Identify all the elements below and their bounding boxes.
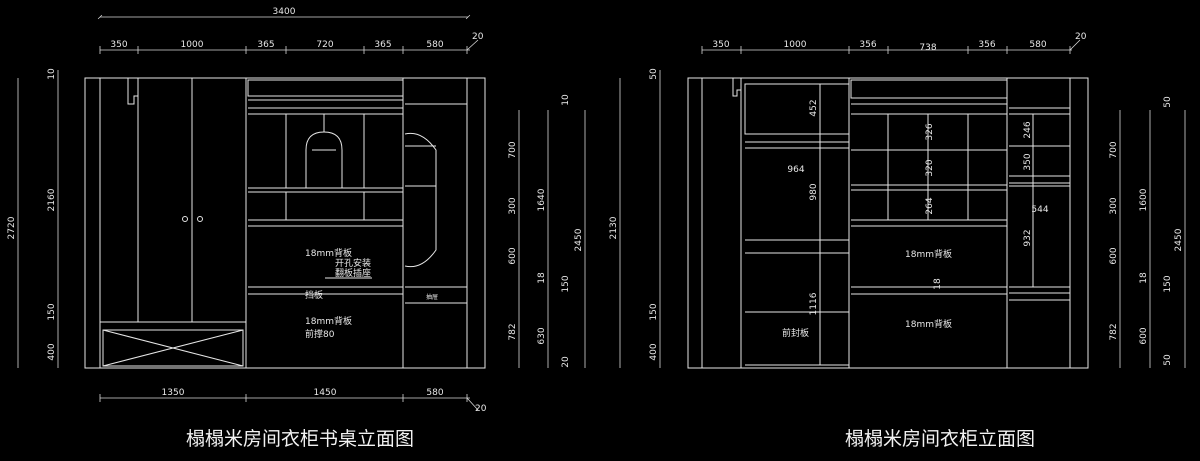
left-inner-dim-1: 10 <box>47 68 57 80</box>
door-handle-icon <box>182 216 188 222</box>
right-small-50-top: 50 <box>1163 96 1173 108</box>
left-top-dim-2: 1000 <box>181 40 204 50</box>
left-top-dim-4: 720 <box>316 40 333 50</box>
right-top-dims: 350 1000 356 738 356 580 20 <box>701 32 1087 54</box>
right-inner-544: 544 <box>1031 205 1048 215</box>
right-shelving-grid: 326 320 264 18mm背板 18 18mm背板 <box>848 78 1008 368</box>
left-total-width-label: 3400 <box>273 7 296 17</box>
right-top-dim-3: 356 <box>859 40 876 50</box>
right-small-50-bottom: 50 <box>1163 354 1173 366</box>
right-drawing-left-dims: 2130 50 150 400 <box>609 68 661 368</box>
left-elevation-drawing: 3400 350 1000 365 720 365 580 20 <box>7 7 586 450</box>
right-left-outer: 2130 <box>609 216 619 239</box>
right-inner-320: 320 <box>925 159 935 176</box>
curved-side-panel <box>404 132 437 268</box>
left-front-raise-note: 前撑80 <box>305 328 335 340</box>
left-top-dim-6: 580 <box>426 40 443 50</box>
left-bottom-dim-3: 580 <box>426 388 443 398</box>
right-rinner-700: 700 <box>1109 141 1119 158</box>
left-inner-dim-3: 150 <box>47 303 57 320</box>
left-drawer-label: 抽屉 <box>426 293 438 301</box>
right-rinner-600: 600 <box>1109 247 1119 264</box>
right-inner-350: 350 <box>1023 153 1033 170</box>
left-top-dim-5: 365 <box>374 40 391 50</box>
right-rmid-1600: 1600 <box>1139 188 1149 211</box>
left-rmid-4: 20 <box>561 356 571 368</box>
right-rmid-18: 18 <box>1139 272 1149 284</box>
left-top-dim-3: 365 <box>257 40 274 50</box>
left-inner-dim-4: 400 <box>47 343 57 360</box>
right-left-inner-2: 150 <box>649 303 659 320</box>
right-inner-452: 452 <box>809 99 819 116</box>
right-inner-980: 980 <box>809 183 819 200</box>
right-top-dim-5: 356 <box>978 40 995 50</box>
left-rmid-1: 1640 <box>537 188 547 211</box>
left-baffle-note: 挡板 <box>305 289 323 301</box>
left-rinner-2: 300 <box>508 197 518 214</box>
right-inner-264: 264 <box>925 197 935 214</box>
left-rinner-150: 150 <box>561 275 571 292</box>
right-inner-326: 326 <box>925 123 935 140</box>
left-rinner-top: 10 <box>561 94 571 106</box>
left-rinner-3: 600 <box>508 247 518 264</box>
left-bottom-small-dim: 20 <box>475 404 487 414</box>
left-rinner-1: 700 <box>508 141 518 158</box>
left-hole-note-2: 翻板插座 <box>335 267 371 279</box>
right-hanging-section: 452 964 980 1116 前封板 <box>732 78 850 366</box>
left-total-width-dim: 3400 <box>97 7 471 20</box>
left-right-column: 抽屉 <box>402 78 467 368</box>
right-elevation-drawing: 350 1000 356 738 356 580 20 452 964 <box>609 32 1186 450</box>
left-bottom-dims: 1350 1450 580 20 <box>99 388 487 414</box>
left-top-small-dim: 20 <box>472 32 484 42</box>
right-top-dim-2: 1000 <box>784 40 807 50</box>
left-bottom-dim-2: 1450 <box>314 388 337 398</box>
left-drawing-title: 榻榻米房间衣柜书桌立面图 <box>186 428 414 450</box>
left-inner-dim-2: 2160 <box>47 188 57 211</box>
left-backboard-bottom-note: 18mm背板 <box>305 315 352 327</box>
left-rmid-3: 630 <box>537 327 547 344</box>
right-rinner-782: 782 <box>1109 323 1119 340</box>
right-inner-932: 932 <box>1023 229 1033 246</box>
left-rinner-4: 782 <box>508 323 518 340</box>
right-backboard-bottom-note: 18mm背板 <box>905 318 952 330</box>
right-inner-246: 246 <box>1023 121 1033 138</box>
right-backboard-top-note: 18mm背板 <box>905 248 952 260</box>
left-wardrobe-section <box>100 78 247 368</box>
left-outer-frame <box>84 77 486 369</box>
left-vertical-dims: 2720 10 2160 150 400 <box>7 68 59 368</box>
right-drawing-right-dims: 700 300 600 782 1600 18 600 50 150 50 24… <box>1109 96 1186 368</box>
right-rinner-300: 300 <box>1109 197 1119 214</box>
right-vertical-dims-left-drawing: 700 300 600 782 1640 18 630 20 10 150 24… <box>508 94 586 368</box>
right-inner-18: 18 <box>933 278 943 290</box>
left-backboard-top-note: 18mm背板 <box>305 247 352 259</box>
right-top-dim-1: 350 <box>712 40 729 50</box>
right-top-dim-6: 580 <box>1029 40 1046 50</box>
left-right-outer: 2450 <box>574 228 584 251</box>
arch-niche <box>305 131 343 188</box>
left-bottom-dim-1: 1350 <box>162 388 185 398</box>
right-drawing-title: 榻榻米房间衣柜立面图 <box>845 428 1035 450</box>
right-inner-964: 964 <box>787 165 804 175</box>
right-front-panel-note: 前封板 <box>782 327 809 339</box>
left-desk-section: 18mm背板 开孔安装 翻板插座 挡板 18mm背板 前撑80 <box>247 79 404 340</box>
right-rmid-600: 600 <box>1139 327 1149 344</box>
left-top-dims: 350 1000 365 720 365 580 20 <box>99 32 484 54</box>
left-rmid-2: 18 <box>537 272 547 284</box>
right-left-inner-3: 400 <box>649 343 659 360</box>
left-outer-height: 2720 <box>7 216 17 239</box>
right-rinner-150: 150 <box>1163 275 1173 292</box>
right-top-dim-4: 738 <box>919 43 936 53</box>
right-narrow-column: 246 350 544 932 <box>1006 78 1070 368</box>
right-outer-frame <box>687 77 1089 369</box>
right-top-small-dim: 20 <box>1075 32 1087 42</box>
left-hole-note-1: 开孔安装 <box>335 257 371 269</box>
left-top-dim-1: 350 <box>110 40 127 50</box>
right-inner-1116: 1116 <box>809 292 819 315</box>
right-left-inner-1: 50 <box>649 68 659 80</box>
right-right-outer: 2450 <box>1174 228 1184 251</box>
door-handle-icon <box>197 216 203 222</box>
